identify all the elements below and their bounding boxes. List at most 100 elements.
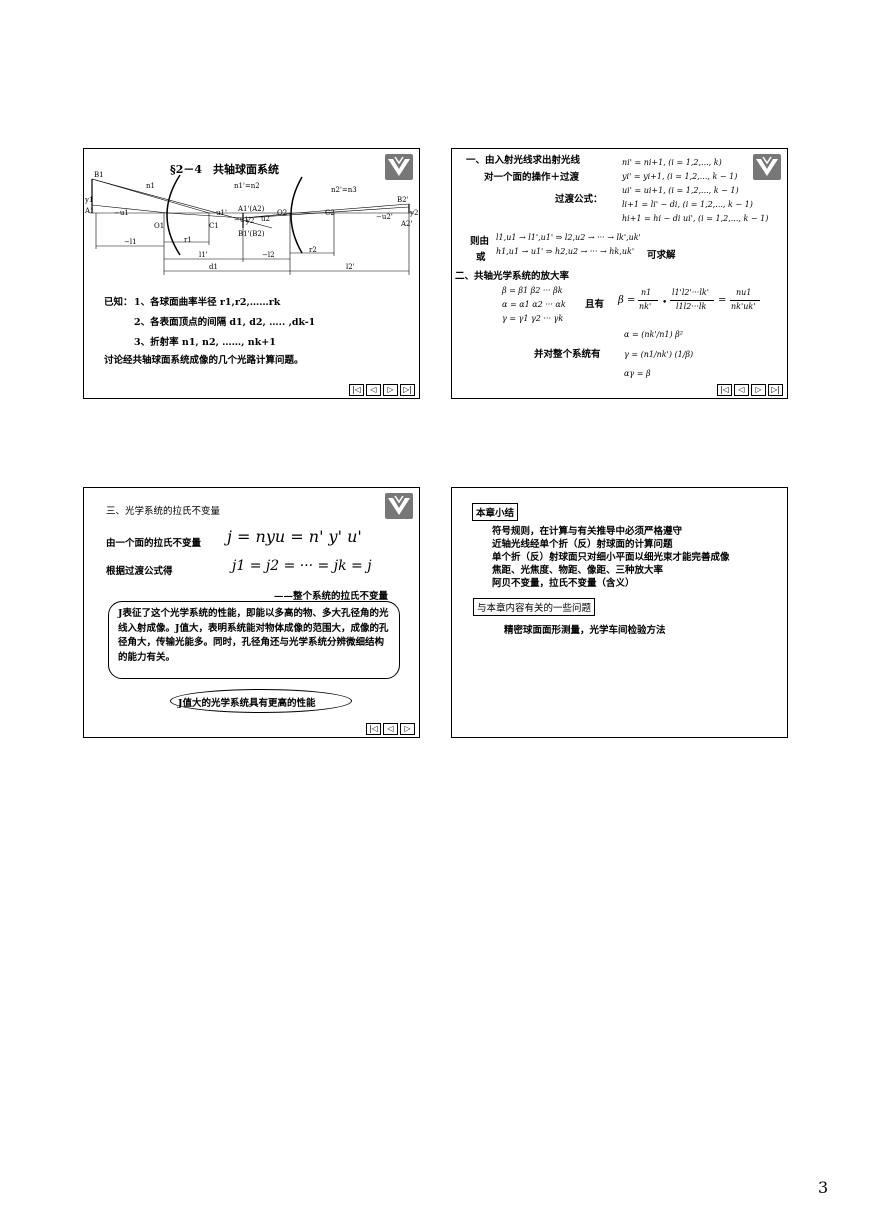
- label-r1: r1: [184, 236, 192, 244]
- one-surface-label: 由一个面的拉氏不变量: [106, 538, 202, 549]
- university-logo: [753, 154, 781, 180]
- gamma-whole: γ = (n1/nk') (1/β): [624, 350, 694, 359]
- nav-last-button[interactable]: ▷|: [400, 384, 415, 396]
- nav-next-button[interactable]: ▷: [383, 384, 398, 396]
- frac-line: [730, 300, 760, 301]
- label-d1: d1: [209, 263, 218, 271]
- beta-nkp: nk': [639, 302, 652, 311]
- transfer-label: 过渡公式：: [555, 194, 603, 205]
- formula-n: ni' = ni+1, (i = 1,2,..., k): [622, 158, 722, 167]
- related-title: 与本章内容有关的一些问题: [473, 598, 596, 616]
- summary-item: 单个折（反）射球面只对细小平面以细光束才能完善成像: [492, 552, 730, 563]
- label-l2p: l2': [346, 263, 355, 271]
- related-item: 精密球面面形测量，光学车间检验方法: [504, 625, 666, 636]
- label-B1: B1: [94, 171, 104, 179]
- alpha-whole: α = (nk'/n1) β²: [624, 330, 683, 339]
- then-label: 则由: [470, 236, 490, 247]
- formula-h: hi+1 = hi − di ui', (i = 1,2,..., k − 1): [622, 214, 769, 223]
- explanation-text: J表征了这个光学系统的性能，即能以多高的物、多大孔径角的光线入射成像。J值大，表…: [118, 608, 389, 663]
- solvable-label: 可求解: [647, 250, 676, 261]
- whole-system-invariant: ——整个系统的拉氏不变量: [274, 591, 389, 602]
- explanation-box: [108, 601, 400, 679]
- given-label: 已知：: [104, 297, 133, 308]
- label-O1: O1: [154, 222, 165, 230]
- label-u1p: u1': [216, 209, 227, 217]
- label-l2: −l2: [262, 251, 275, 259]
- label-u2p: −u2': [376, 213, 393, 221]
- dot-operator: •: [662, 298, 668, 308]
- summary-title: 本章小结: [472, 503, 519, 521]
- university-logo: [385, 493, 413, 519]
- beta-n1: n1: [641, 288, 652, 297]
- whole-system-label: 并对整个系统有: [534, 349, 601, 360]
- beta-den: l1l2···lk: [676, 302, 707, 311]
- label-n2p-n3: n2'=n3: [331, 186, 357, 194]
- nav-prev-button[interactable]: ◁: [383, 723, 398, 735]
- equals: =: [718, 295, 727, 306]
- label-l1p: l1': [199, 251, 208, 259]
- slide-title: §2－4 共轴球面系统: [170, 163, 280, 176]
- given-spacing: 2、各表面顶点的间隔 d1, d2, ….. ,dk-1: [134, 317, 316, 328]
- nav-last-button[interactable]: ▷|: [768, 384, 783, 396]
- summary-item: 符号规则，在计算与有关推导中必须严格遵守: [492, 526, 683, 537]
- label-O2: O2: [277, 209, 288, 217]
- label-A1: A1: [85, 207, 95, 215]
- invariant-chain: j1 = j2 = ··· = jk = j: [232, 558, 372, 574]
- beta-rhs-den: nk'uk': [731, 302, 756, 311]
- beta-rhs-num: nu1: [736, 288, 752, 297]
- label-y2p: y2': [410, 209, 420, 217]
- chain-h: h1,u1 → u1' ⇒ h2,u2 → ··· → hk,uk': [496, 247, 635, 256]
- mag-beta: β = β1 β2 ··· βk: [502, 286, 563, 295]
- nav-next-button[interactable]: ▷: [400, 723, 415, 735]
- conclusion-text: J值大的光学系统具有更高的性能: [178, 698, 316, 709]
- or-label: 或: [476, 252, 486, 263]
- heading-ray: 一、由入射光线求出射光线: [466, 155, 581, 166]
- slide-chapter-summary: 本章小结 符号规则，在计算与有关推导中必须严格遵守 近轴光线经单个折（反）射球面…: [451, 487, 788, 738]
- label-A2p: A2': [401, 220, 413, 228]
- university-logo: [385, 154, 413, 180]
- label-A1p-A2: A1'(A2): [238, 205, 265, 213]
- label-l1: −l1: [124, 238, 137, 246]
- frac-line: [638, 300, 658, 301]
- given-radii: 1、各球面曲率半径 r1,r2,……rk: [134, 297, 281, 308]
- label-r2: r2: [309, 246, 317, 254]
- nav-next-button[interactable]: ▷: [751, 384, 766, 396]
- nav-prev-button[interactable]: ◁: [734, 384, 749, 396]
- beta-num: l1'l2'···lk': [672, 288, 709, 297]
- label-n1: n1: [146, 182, 155, 190]
- given-indices: 3、折射率 n1, n2, ……, nk+1: [134, 337, 276, 348]
- beta-lhs: β =: [618, 295, 636, 306]
- label-y2: y2: [246, 217, 255, 225]
- slide-ray-tracing: 一、由入射光线求出射光线 对一个面的操作＋过渡 过渡公式： ni' = ni+1…: [451, 148, 788, 399]
- slide-coaxial-system: §2－4 共轴球面系统: [83, 148, 420, 399]
- slide-nav: |◁ ◁ ▷: [366, 723, 415, 735]
- nav-first-button[interactable]: |◁: [366, 723, 381, 735]
- mag-alpha: α = α1 α2 ··· αk: [502, 300, 566, 309]
- nav-prev-button[interactable]: ◁: [366, 384, 381, 396]
- summary-item: 焦距、光焦度、物距、像距、三种放大率: [492, 565, 664, 576]
- mag-gamma: γ = γ1 γ2 ··· γk: [502, 314, 564, 323]
- slide-nav: |◁ ◁ ▷ ▷|: [349, 384, 415, 396]
- summary-item: 阿贝不变量，拉氏不变量（含义）: [492, 578, 635, 589]
- label-B1p-B2: B1'(B2): [238, 230, 265, 238]
- optical-system-diagram: [90, 174, 414, 275]
- slide-lagrange-invariant: 三、光学系统的拉氏不变量 由一个面的拉氏不变量 j = nyu = n' y' …: [83, 487, 420, 738]
- alpha-gamma: αγ = β: [624, 369, 651, 378]
- summary-list: 符号规则，在计算与有关推导中必须严格遵守 近轴光线经单个折（反）射球面的计算问题…: [492, 525, 730, 590]
- nav-first-button[interactable]: |◁: [717, 384, 732, 396]
- transfer-label: 根据过渡公式得: [106, 566, 173, 577]
- formula-l: li+1 = li' − di, (i = 1,2,..., k − 1): [622, 200, 753, 209]
- summary-item: 近轴光线经单个折（反）射球面的计算问题: [492, 539, 673, 550]
- formula-y: yi' = yi+1, (i = 1,2,..., k − 1): [622, 172, 738, 181]
- conclusion-ellipse: [170, 689, 352, 713]
- label-u2: u2: [261, 215, 270, 223]
- slide-nav: |◁ ◁ ▷ ▷|: [717, 384, 783, 396]
- heading-magnification: 二、共轴光学系统的放大率: [455, 271, 570, 282]
- chain-l: l1,u1 → l1',u1' ⇒ l2,u2 → ··· → lk',uk': [496, 233, 641, 242]
- discussion-text: 讨论经共轴球面系统成像的几个光路计算问题。: [104, 355, 304, 366]
- page-number: 3: [818, 1178, 829, 1197]
- label-u1p-neg: −u1': [234, 216, 251, 224]
- nav-first-button[interactable]: |◁: [349, 384, 364, 396]
- label-u1: −u1: [114, 209, 129, 217]
- lagrange-formula: j = nyu = n' y' u': [227, 527, 362, 546]
